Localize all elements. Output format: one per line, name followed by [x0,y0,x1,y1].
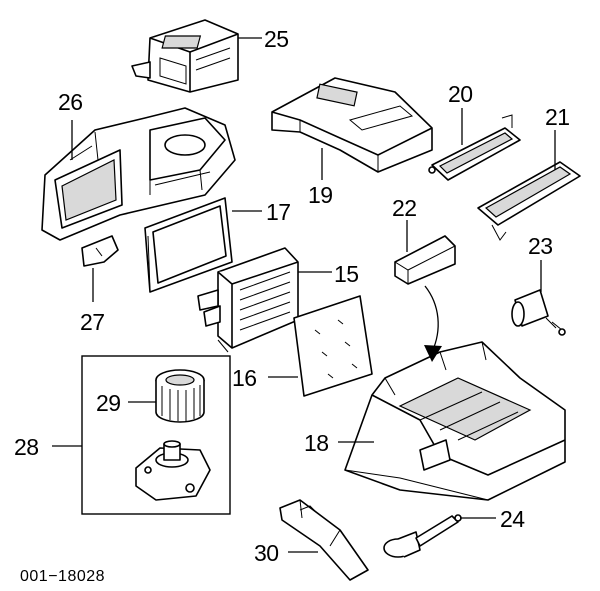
callout-30: 30 [254,540,279,566]
assembly-arrow [424,285,442,362]
callout-19: 19 [308,182,333,208]
part-27-bracket [81,235,119,267]
callout-28: 28 [14,434,39,460]
part-23-actuator [511,289,566,336]
part-30-duct [279,499,369,581]
callout-22: 22 [392,195,417,221]
part-20-filter [428,114,521,181]
callout-27: 27 [80,309,105,335]
callout-29: 29 [96,390,121,416]
callout-16: 16 [232,365,257,391]
part-22-plate [394,235,456,285]
blower-motor [135,440,211,501]
part-17-gasket [144,197,233,293]
part-19-duct [271,77,433,173]
part-29-wheel [155,369,205,423]
reference-code: 001−18028 [20,568,105,585]
leader-lines [52,37,556,553]
part-26-case [41,107,236,241]
part-24-actuator [383,514,462,558]
callout-18: 18 [304,430,329,456]
callout-21: 21 [545,104,570,130]
part-28-box [81,355,231,515]
part-25-housing [131,19,239,93]
callout-23: 23 [528,233,553,259]
callout-24: 24 [500,506,525,532]
part-16-sheet [293,295,373,397]
callout-17: 17 [266,199,291,225]
callout-26: 26 [58,89,83,115]
callout-25: 25 [264,26,289,52]
part-15-core [197,247,299,353]
part-21-filter [477,161,581,241]
part-18-case [344,341,566,501]
callout-labels: 25 26 19 20 21 17 22 23 15 27 16 29 28 1… [14,26,570,566]
callout-20: 20 [448,81,473,107]
callout-15: 15 [334,261,359,287]
